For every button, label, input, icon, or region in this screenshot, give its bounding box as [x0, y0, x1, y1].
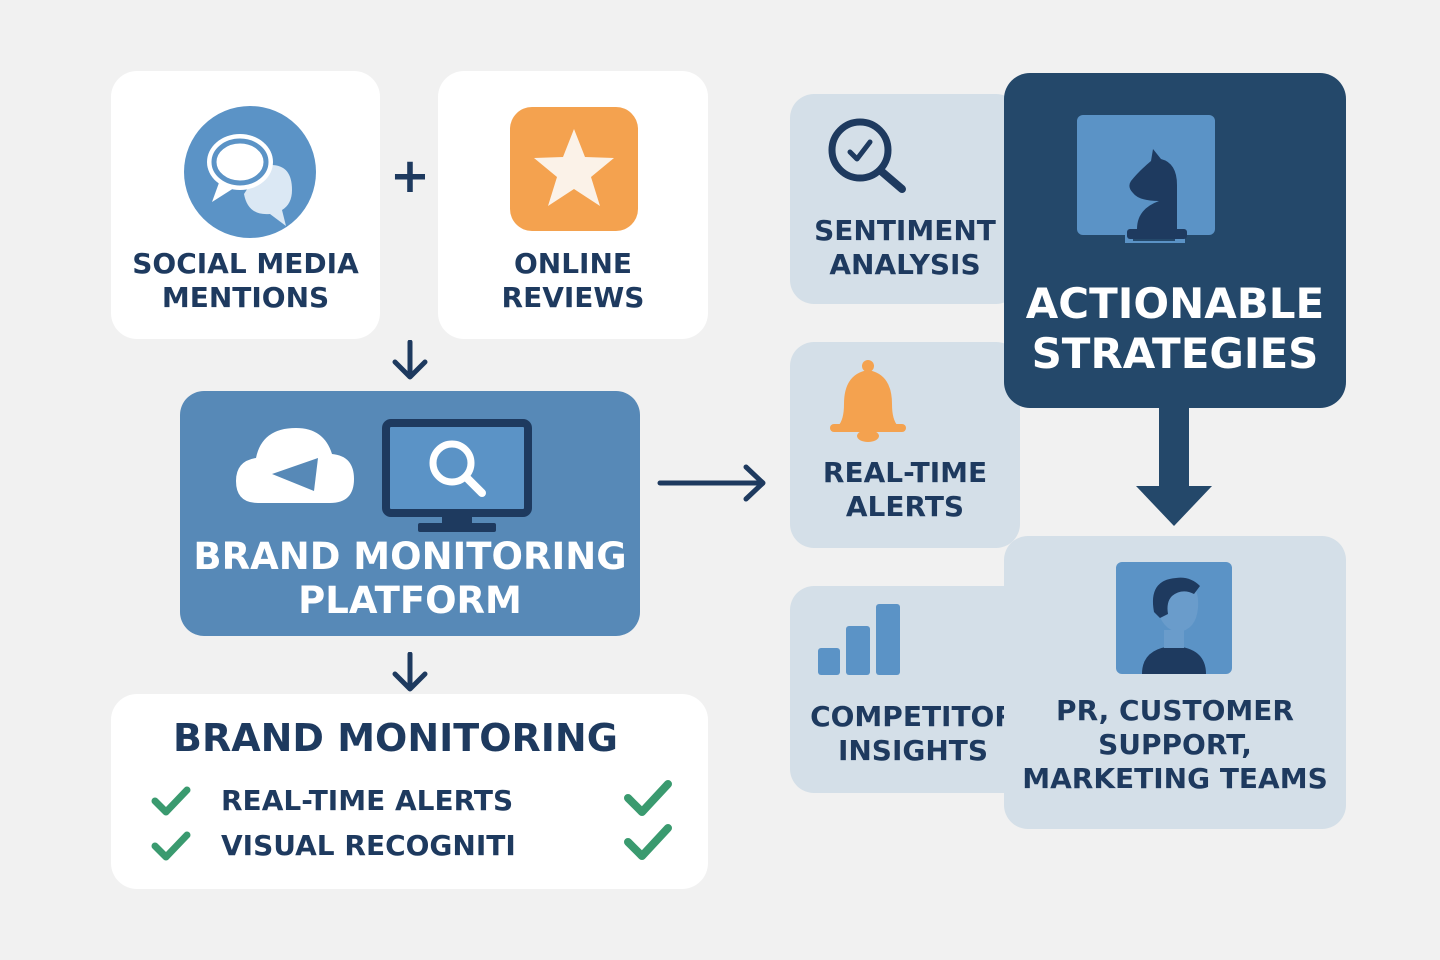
arrow-right-to-outputs — [656, 462, 770, 504]
feature-label: VISUAL RECOGNITI — [221, 829, 516, 862]
brand-monitoring-platform-card: BRAND MONITORING PLATFORM — [180, 391, 640, 636]
arrow-down-to-teams — [1134, 406, 1214, 528]
online-reviews-label: ONLINE REVIEWS — [501, 247, 645, 315]
sentiment-analysis-card: SENTIMENT ANALYSIS — [790, 94, 1020, 304]
strategies-label: ACTIONABLE STRATEGIES — [1025, 279, 1325, 378]
teams-card: PR, CUSTOMER SUPPORT, MARKETING TEAMS — [1004, 536, 1346, 829]
feature-row-realtime: REAL-TIME ALERTS — [151, 784, 513, 817]
features-title: BRAND MONITORING — [173, 716, 618, 760]
check-icon — [623, 778, 673, 818]
competitor-insights-card: COMPETITOR INSIGHTS — [790, 586, 1036, 793]
star-icon — [510, 107, 638, 231]
feature-row-visual: VISUAL RECOGNITI — [151, 829, 516, 862]
plus-sign: + — [389, 148, 431, 204]
check-icon — [151, 785, 191, 817]
actionable-strategies-card: ACTIONABLE STRATEGIES — [1004, 73, 1346, 408]
person-icon — [1116, 562, 1232, 674]
social-media-card: SOCIAL MEDIA MENTIONS — [111, 71, 380, 339]
cloud-icon — [236, 423, 354, 507]
magnifier-check-icon — [824, 116, 910, 194]
arrow-down-to-features — [390, 652, 430, 694]
sentiment-label: SENTIMENT ANALYSIS — [814, 214, 996, 282]
check-icon — [623, 822, 673, 862]
competitor-label: COMPETITOR INSIGHTS — [810, 700, 1016, 768]
arrow-down-to-platform — [390, 340, 430, 382]
real-time-alerts-card: REAL-TIME ALERTS — [790, 342, 1020, 548]
online-reviews-card: ONLINE REVIEWS — [438, 71, 708, 339]
social-media-label: SOCIAL MEDIA MENTIONS — [132, 247, 359, 315]
monitor-search-icon — [382, 419, 532, 535]
chat-bubbles-icon — [184, 106, 316, 238]
bar-chart-icon — [816, 604, 902, 676]
platform-label: BRAND MONITORING PLATFORM — [193, 535, 627, 623]
check-icon — [151, 830, 191, 862]
brand-monitoring-features-card: BRAND MONITORING REAL-TIME ALERTS VISUAL… — [111, 694, 708, 889]
feature-label: REAL-TIME ALERTS — [221, 784, 514, 817]
bell-icon — [828, 356, 908, 444]
teams-label: PR, CUSTOMER SUPPORT, MARKETING TEAMS — [1022, 694, 1328, 796]
chess-knight-icon — [1075, 115, 1217, 257]
alerts-label: REAL-TIME ALERTS — [822, 456, 988, 524]
